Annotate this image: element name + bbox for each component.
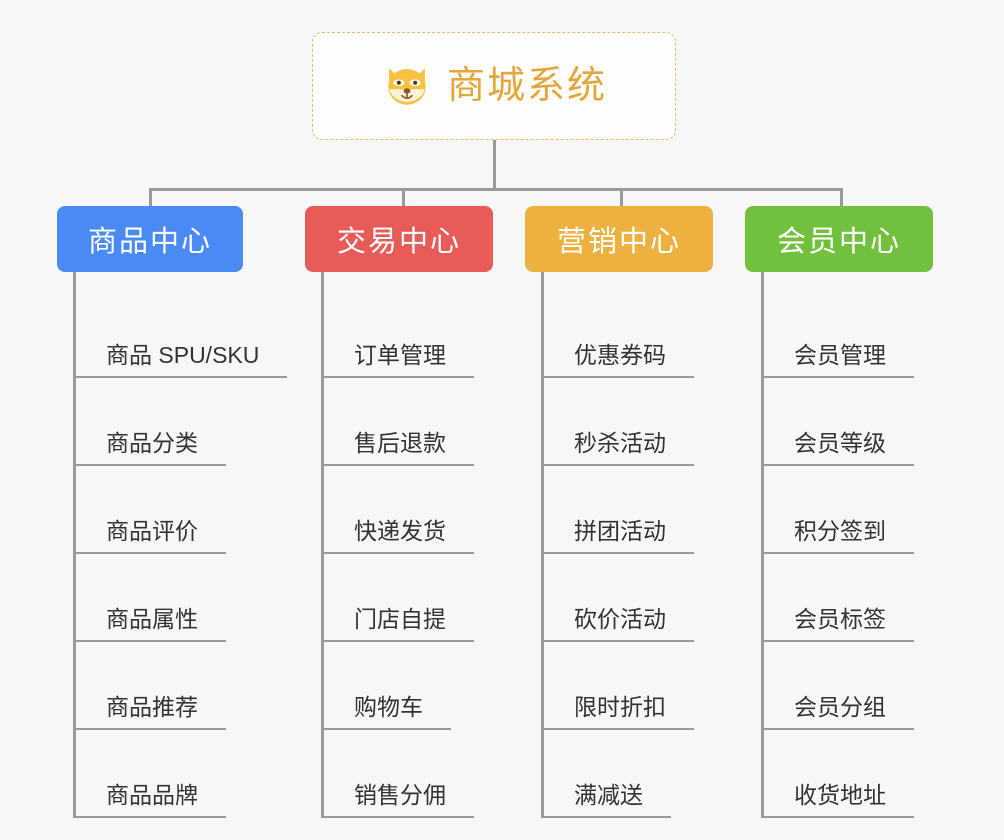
leaf-item-label: 会员标签: [764, 606, 914, 642]
connector-drop-3: [620, 188, 623, 208]
connector-drop-2: [402, 188, 405, 208]
leaf-item[interactable]: 限时折扣: [544, 642, 694, 730]
leaf-item-label: 满减送: [544, 782, 671, 818]
root-title: 商城系统: [446, 65, 607, 107]
leaf-item[interactable]: 砍价活动: [544, 554, 694, 642]
category-header-1[interactable]: 商品中心: [57, 206, 243, 272]
leaf-item-label: 会员等级: [764, 430, 914, 466]
leaf-item-label: 会员分组: [764, 694, 914, 730]
category-header-2[interactable]: 交易中心: [305, 206, 493, 272]
leaf-item[interactable]: 积分签到: [764, 466, 914, 554]
leaf-item-label: 快递发货: [324, 518, 474, 554]
leaf-item[interactable]: 商品 SPU/SKU: [76, 290, 288, 378]
category-header-label: 营销中心: [556, 226, 681, 258]
category-header-label: 交易中心: [336, 226, 461, 258]
leaf-item[interactable]: 商品推荐: [76, 642, 226, 730]
leaf-item[interactable]: 秒杀活动: [544, 378, 694, 466]
leaf-item-label: 限时折扣: [544, 694, 694, 730]
category-header-3[interactable]: 营销中心: [525, 206, 713, 272]
category-header-label: 会员中心: [776, 226, 901, 258]
leaf-item[interactable]: 门店自提: [324, 554, 474, 642]
leaf-item[interactable]: 会员标签: [764, 554, 914, 642]
leaf-item-label: 门店自提: [324, 606, 474, 642]
leaf-item-label: 商品推荐: [76, 694, 226, 730]
leaf-item-label: 收货地址: [764, 782, 914, 818]
leaf-item-label: 售后退款: [324, 430, 474, 466]
connector-root-stem: [493, 140, 496, 190]
leaf-item[interactable]: 商品属性: [76, 554, 226, 642]
leaf-item[interactable]: 会员管理: [764, 290, 914, 378]
leaf-trunk-line: [321, 272, 324, 818]
category-header-4[interactable]: 会员中心: [745, 206, 933, 272]
category-header-label: 商品中心: [87, 226, 212, 258]
leaf-item-label: 商品分类: [76, 430, 226, 466]
leaf-item-label: 商品品牌: [76, 782, 226, 818]
connector-drop-4: [840, 188, 843, 208]
leaf-trunk-line: [73, 272, 76, 818]
leaf-item-label: 商品 SPU/SKU: [76, 342, 288, 378]
leaf-item-label: 商品评价: [76, 518, 226, 554]
leaf-item[interactable]: 收货地址: [764, 730, 914, 818]
leaf-item[interactable]: 购物车: [324, 642, 451, 730]
leaf-item[interactable]: 满减送: [544, 730, 671, 818]
leaf-item-label: 砍价活动: [544, 606, 694, 642]
leaf-trunk-line: [541, 272, 544, 818]
leaf-item[interactable]: 售后退款: [324, 378, 474, 466]
leaf-item-label: 拼团活动: [544, 518, 694, 554]
leaf-item[interactable]: 商品评价: [76, 466, 226, 554]
leaf-item[interactable]: 销售分佣: [324, 730, 474, 818]
leaf-item-label: 积分签到: [764, 518, 914, 554]
leaf-item[interactable]: 拼团活动: [544, 466, 694, 554]
leaf-item-label: 优惠券码: [544, 342, 694, 378]
leaf-item-label: 秒杀活动: [544, 430, 694, 466]
leaf-item-label: 商品属性: [76, 606, 226, 642]
leaf-item[interactable]: 快递发货: [324, 466, 474, 554]
leaf-trunk-line: [761, 272, 764, 818]
root-node[interactable]: 商城系统: [312, 32, 676, 140]
leaf-item-label: 购物车: [324, 694, 451, 730]
leaf-item[interactable]: 会员分组: [764, 642, 914, 730]
leaf-item[interactable]: 订单管理: [324, 290, 474, 378]
connector-horizontal-bus: [149, 188, 841, 191]
leaf-item-label: 订单管理: [324, 342, 474, 378]
connector-drop-1: [149, 188, 152, 208]
shiba-dog-emoji: [381, 60, 433, 112]
leaf-item[interactable]: 商品分类: [76, 378, 226, 466]
leaf-item-label: 会员管理: [764, 342, 914, 378]
leaf-item[interactable]: 会员等级: [764, 378, 914, 466]
leaf-item[interactable]: 商品品牌: [76, 730, 226, 818]
leaf-item[interactable]: 优惠券码: [544, 290, 694, 378]
leaf-item-label: 销售分佣: [324, 782, 474, 818]
